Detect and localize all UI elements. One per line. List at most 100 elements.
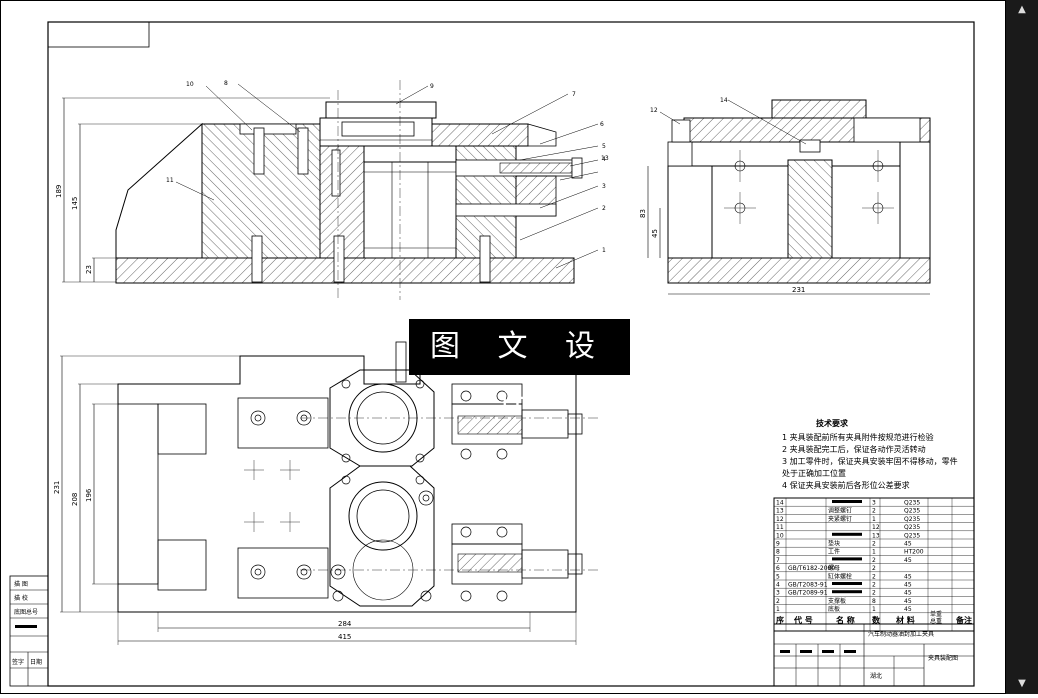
bom-cell-mat: HT200 xyxy=(904,549,924,556)
bom-cell-mat: 45 xyxy=(904,582,912,589)
scrollbar[interactable]: ▲ ▼ xyxy=(1006,0,1038,694)
tech-item-3: 3 加工零件时，保证夹具安装牢固不得移动，零件 xyxy=(782,456,958,466)
balloon-14: 14 xyxy=(720,97,728,104)
plan-view: 231 208 196 284 415 xyxy=(53,341,600,645)
bom-cell-qty: 1 xyxy=(872,606,876,613)
bom-redaction xyxy=(832,590,862,594)
bom-header-note: 备注 xyxy=(955,615,972,625)
plan-outline xyxy=(117,355,577,613)
strip-label-4: 签字 xyxy=(12,658,24,666)
dim-208: 208 xyxy=(71,493,79,506)
front-view: 189 145 23 10 8 9 7 6 5 4 13 3 2 1 11 xyxy=(55,80,609,300)
bom-cell-no: 6 xyxy=(776,565,780,572)
bom-cell-qty: 2 xyxy=(872,590,876,597)
scroll-up-icon[interactable]: ▲ xyxy=(1018,4,1026,15)
dim-284: 284 xyxy=(338,620,352,628)
balloon-8: 8 xyxy=(224,80,228,87)
tech-item-5: 4 保证夹具安装前后各形位公差要求 xyxy=(782,480,910,490)
balloon-4: 4 xyxy=(602,156,606,163)
bom-cell-name: 底板 xyxy=(828,605,840,613)
bom-side-label: 单重 xyxy=(930,610,942,618)
cylinder-body xyxy=(363,161,457,259)
bom-cell-qty: 8 xyxy=(872,598,876,605)
dim-196: 196 xyxy=(85,488,93,502)
bom-cell-code: GB/T2083-91 xyxy=(788,582,828,589)
bom-redaction xyxy=(832,557,862,561)
bom-cell-qty: 2 xyxy=(872,541,876,548)
strip-label-5: 日期 xyxy=(30,658,42,666)
balloon-3: 3 xyxy=(602,183,606,190)
watermark-banner: 图 文 设 计 xyxy=(409,319,630,420)
strip-label-1: 描 图 xyxy=(14,580,28,588)
bom-cell-qty: 13 xyxy=(872,532,880,539)
balloon-10: 10 xyxy=(186,81,194,88)
side-view: 83 45 231 12 14 xyxy=(639,97,931,295)
bom-cell-code: GB/T2089-91 xyxy=(788,590,828,597)
bom-side-label: 总重 xyxy=(930,617,942,625)
bom-cell-no: 2 xyxy=(776,598,780,605)
bom-cell-no: 12 xyxy=(776,516,784,523)
balloon-6: 6 xyxy=(600,121,604,128)
balloon-13: 13 xyxy=(601,155,609,162)
bom-cell-qty: 3 xyxy=(872,500,876,507)
balloon-1: 1 xyxy=(602,247,606,254)
bom-cell-mat: 45 xyxy=(904,541,912,548)
bom-cell-no: 10 xyxy=(776,532,784,539)
bom-cell-no: 13 xyxy=(776,508,784,515)
bom-cell-no: 1 xyxy=(776,606,780,613)
bom-cell-qty: 2 xyxy=(872,565,876,572)
bolt-holes xyxy=(250,379,508,602)
bom-cell-mat: 45 xyxy=(904,606,912,613)
dim-83: 83 xyxy=(639,209,647,218)
bom-cell-no: 7 xyxy=(776,557,780,564)
bom-cell-name: 工件 xyxy=(828,548,840,556)
tech-requirements: 技术要求 1 夹具装配前所有夹具附件按规范进行检验 2 夹具装配完工后，保证各动… xyxy=(782,418,958,490)
title-part-name: 汽车制动器油封加工夹具 xyxy=(868,630,934,638)
bom-cell-mat: Q235 xyxy=(904,524,920,531)
workpiece xyxy=(325,101,437,119)
dim-45: 45 xyxy=(651,229,659,238)
bom-header-code: 代 号 xyxy=(793,615,813,625)
bom-cell-name: 缸体螺栓 xyxy=(828,572,852,580)
bom-redaction xyxy=(832,500,862,503)
bom-cell-qty: 2 xyxy=(872,582,876,589)
bom-cell-name: 支撑板 xyxy=(828,597,846,605)
bom-cell-qty: 2 xyxy=(872,508,876,515)
bom-redaction xyxy=(832,582,862,585)
bom-cell-mat: 45 xyxy=(904,590,912,597)
frame-border xyxy=(47,21,975,687)
strip-label-2: 描 校 xyxy=(14,594,28,602)
bom-header-qty: 数 xyxy=(872,615,881,625)
bom-cell-qty: 2 xyxy=(872,573,876,580)
left-strip: 描 图 描 校 底图总号 签字 日期 xyxy=(9,575,49,687)
bom-redaction xyxy=(832,532,862,536)
dim-189: 189 xyxy=(55,185,63,198)
bom-cell-code: GB/T6182-2000 xyxy=(788,565,835,572)
scroll-down-icon[interactable]: ▼ xyxy=(1018,678,1026,689)
dim-415: 415 xyxy=(338,633,351,641)
tech-item-2: 2 夹具装配完工后，保证各动作灵活转动 xyxy=(782,444,926,454)
bom-cell-mat: Q235 xyxy=(904,500,920,507)
bom-cell-mat: Q235 xyxy=(904,532,920,539)
bom-cell-name: 调整螺钉 xyxy=(828,507,852,515)
bom-cell-no: 14 xyxy=(776,500,784,507)
bom-cell-name: 螺母 xyxy=(828,564,840,572)
base-plate xyxy=(115,257,575,284)
bom-cell-mat: 45 xyxy=(904,573,912,580)
pressure-plate xyxy=(427,123,529,147)
balloon-11: 11 xyxy=(166,177,174,184)
bom-header-mat: 材 料 xyxy=(896,615,915,625)
top-left-box xyxy=(47,21,150,48)
tech-item-4: 处于正确加工位置 xyxy=(782,468,846,478)
bom-cell-qty: 1 xyxy=(872,516,876,523)
title-school: 湖北 xyxy=(870,672,882,680)
balloon-5: 5 xyxy=(602,143,606,150)
dim-231-plan: 231 xyxy=(53,481,61,494)
bom-cell-mat: 45 xyxy=(904,557,912,564)
balloon-12: 12 xyxy=(650,107,658,114)
title-block: 汽车制动器油封加工夹具 夹具装配图 湖北 xyxy=(773,623,975,687)
bom-cell-name: 垫块 xyxy=(828,540,840,548)
strip-label-3: 底图总号 xyxy=(14,608,38,616)
